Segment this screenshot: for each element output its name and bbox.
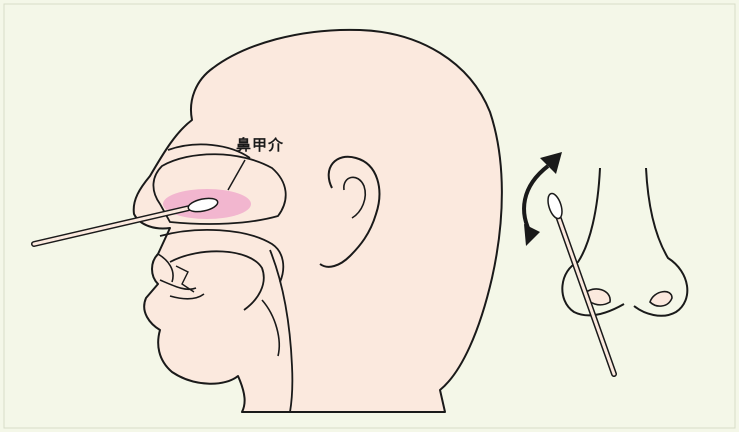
turbinate-label: 鼻甲介 bbox=[236, 134, 284, 155]
